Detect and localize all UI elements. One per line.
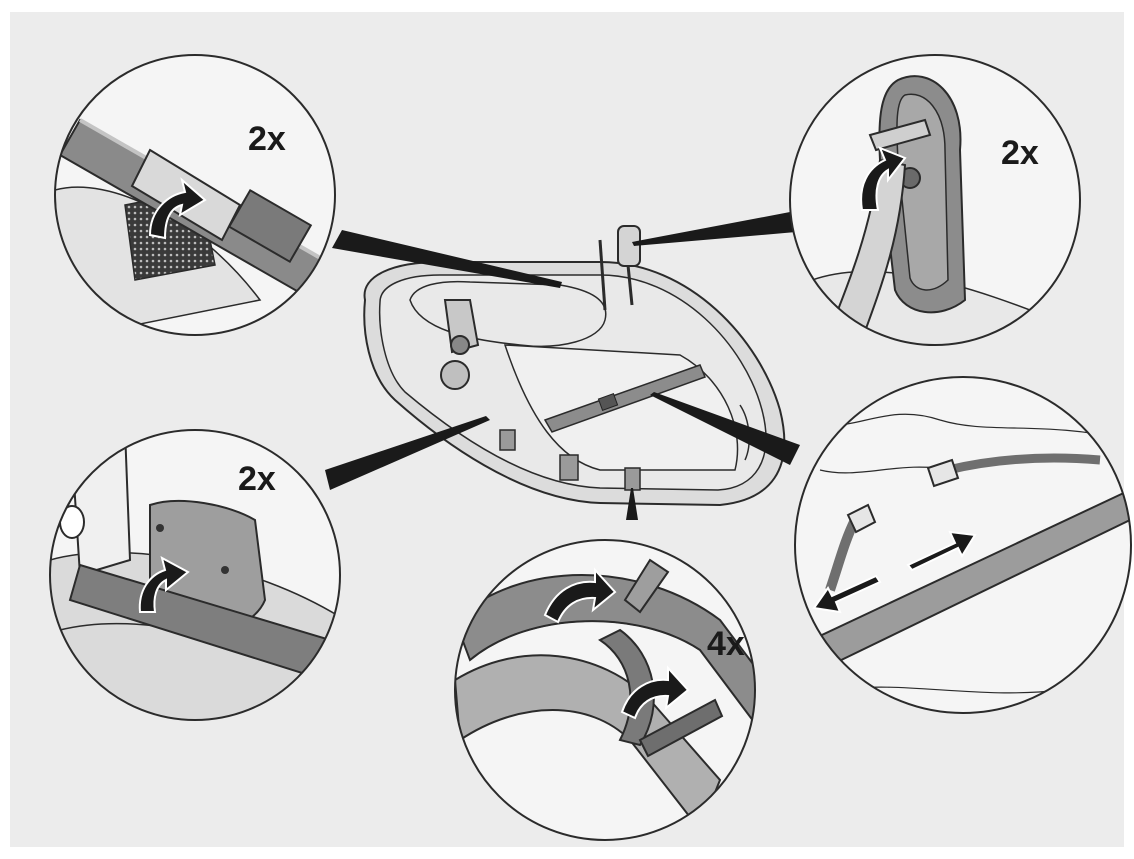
velcro-strap — [598, 628, 655, 747]
carrycot-frame — [363, 225, 786, 507]
wrap-arrow-icon — [620, 665, 690, 720]
buckle-male — [846, 503, 877, 534]
cross-strap — [543, 364, 706, 433]
pointer-right — [650, 392, 800, 465]
repeat-count-bottom-center: 4x — [707, 625, 745, 663]
separate-arrow-icon — [812, 574, 882, 614]
repeat-count-top-left: 2x — [248, 120, 286, 158]
lift-arrow-icon — [860, 146, 907, 211]
pointer-mid-left — [325, 416, 490, 490]
callout-mid-left — [49, 429, 341, 721]
lift-arrow-icon — [138, 556, 190, 613]
pointer-top-right — [632, 212, 796, 246]
wrap-arrow-icon — [543, 567, 617, 624]
buckle-female — [926, 458, 960, 488]
pointer-bottom-center — [626, 488, 638, 520]
callout-pointers — [325, 212, 800, 520]
connect-arrow-icon — [906, 530, 977, 572]
callout-top-left — [54, 54, 336, 336]
callout-bottom-center — [454, 539, 756, 841]
callout-right — [794, 376, 1132, 714]
repeat-count-top-right: 2x — [1001, 134, 1039, 172]
repeat-count-mid-left: 2x — [238, 460, 276, 498]
lift-arrow-icon — [148, 177, 207, 240]
pointer-top-left — [332, 230, 562, 288]
